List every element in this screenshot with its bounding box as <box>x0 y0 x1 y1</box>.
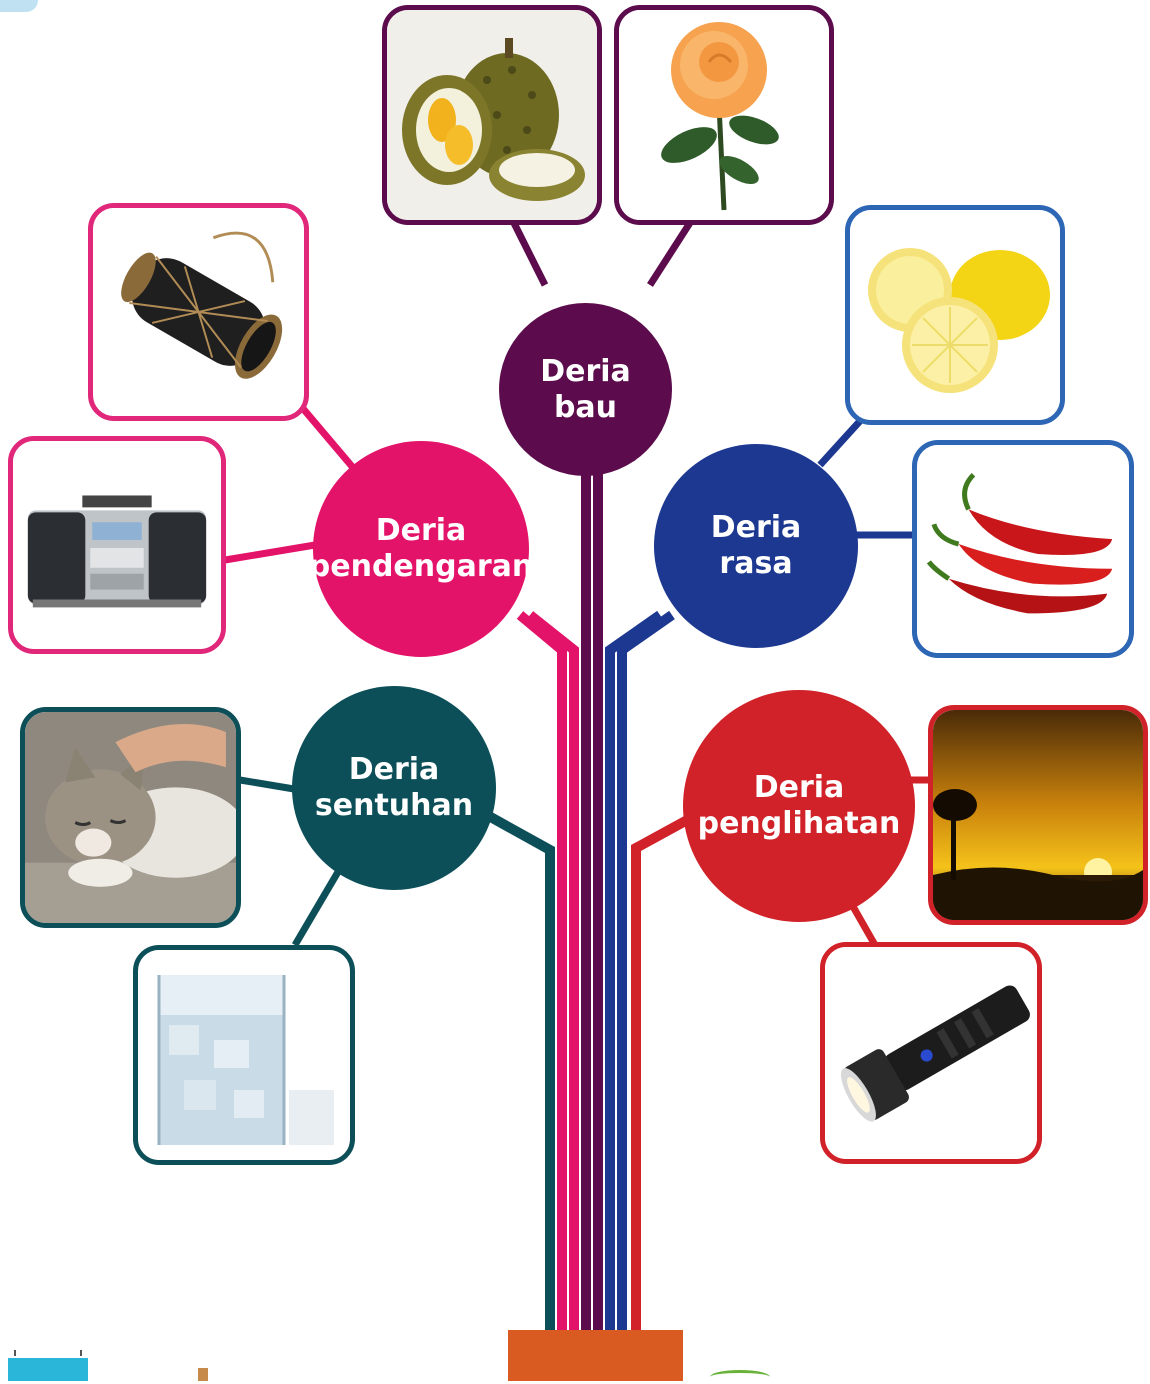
drum-card <box>88 203 309 421</box>
flashlight-icon <box>825 947 1037 1159</box>
sense-bau-label: Deria bau <box>540 353 631 425</box>
lemon-card <box>845 205 1065 425</box>
sense-pendengaran-circle: Deria pendengaran <box>309 441 533 657</box>
sense-penglihatan-label: Deria penglihatan <box>697 770 901 841</box>
sense-sentuhan-circle: Deria sentuhan <box>292 686 496 890</box>
branch-rasa-b <box>617 610 675 1340</box>
sunset-card <box>928 705 1148 925</box>
flashlight-card <box>820 942 1042 1164</box>
sense-rasa-circle: Deria rasa <box>654 444 858 648</box>
sunset-icon <box>933 710 1143 920</box>
cat-icon <box>25 712 236 923</box>
sense-pendengaran-label: Deria pendengaran <box>308 513 534 584</box>
durian-icon <box>387 10 597 220</box>
chili-card <box>912 440 1134 658</box>
corner-badge-icon <box>0 0 38 12</box>
bottom-left-tab-icon <box>8 1358 88 1381</box>
branch-penglihatan <box>631 808 703 1340</box>
chili-icon <box>919 445 1127 653</box>
durian-card <box>382 5 602 225</box>
cat-card <box>20 707 241 928</box>
sense-bau-circle: Deria bau <box>499 303 672 476</box>
ice-glass-icon <box>139 950 349 1160</box>
drum-icon <box>94 208 303 416</box>
bottom-mark-icon <box>198 1368 208 1381</box>
rose-icon <box>619 10 829 220</box>
radio-icon <box>13 441 221 649</box>
lemon-icon <box>850 210 1060 420</box>
sense-sentuhan-label: Deria sentuhan <box>314 752 474 823</box>
branch-pendengaran-a <box>516 611 567 1340</box>
bottom-left-tab-handle-icon <box>14 1350 82 1356</box>
branch-rasa-a <box>605 610 663 1340</box>
radio-card <box>8 436 226 654</box>
branch-sentuhan <box>484 810 555 1340</box>
sense-penglihatan-circle: Deria penglihatan <box>683 690 915 922</box>
branch-pendengaran-b <box>526 611 579 1340</box>
ice-glass-card <box>133 945 355 1165</box>
bottom-leaf-icon <box>710 1370 770 1384</box>
trunk-base <box>508 1330 683 1381</box>
rose-card <box>614 5 834 225</box>
sense-rasa-label: Deria rasa <box>710 510 802 581</box>
